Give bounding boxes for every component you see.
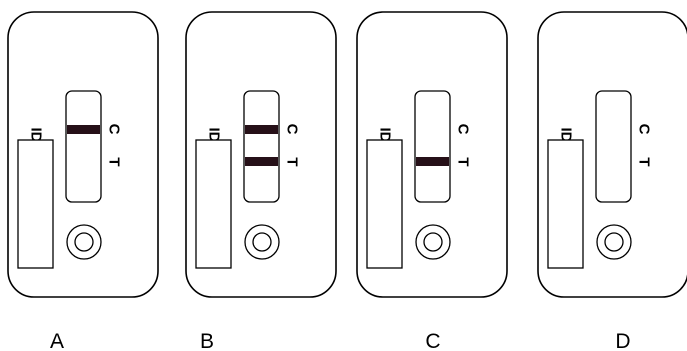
sample-well-inner (604, 232, 624, 252)
result-window (595, 90, 632, 203)
test-line-label: T (636, 157, 653, 166)
id-writing-area (17, 139, 54, 269)
control-line-label: C (106, 124, 123, 135)
id-label: ID (206, 128, 223, 143)
panel-letter-a: A (50, 330, 64, 351)
result-window (243, 90, 280, 203)
id-label: ID (558, 128, 575, 143)
sample-well-inner (74, 232, 94, 252)
control-line-label: C (455, 124, 472, 135)
test-cassette-d: ID C T (537, 11, 687, 298)
sample-well-inner (252, 232, 272, 252)
test-band (416, 157, 449, 166)
panel-letter-b: B (200, 330, 214, 351)
test-band (245, 157, 278, 166)
test-cassette-a: ID C T (7, 11, 159, 298)
result-window (414, 90, 451, 203)
id-writing-area (195, 139, 232, 269)
test-line-label: T (284, 157, 301, 166)
id-writing-area (547, 139, 584, 269)
test-line-label: T (455, 157, 472, 166)
control-band (67, 125, 100, 134)
id-label: ID (377, 128, 394, 143)
control-line-label: C (636, 124, 653, 135)
id-label: ID (28, 128, 45, 143)
result-window (65, 90, 102, 203)
id-writing-area (366, 139, 403, 269)
test-cassette-b: ID C T (185, 11, 337, 298)
test-line-label: T (106, 157, 123, 166)
panel-letter-d: D (615, 330, 630, 351)
control-band (245, 125, 278, 134)
control-line-label: C (284, 124, 301, 135)
sample-well-inner (423, 232, 443, 252)
test-cassette-c: ID C T (356, 11, 508, 298)
panel-letter-c: C (425, 330, 440, 351)
